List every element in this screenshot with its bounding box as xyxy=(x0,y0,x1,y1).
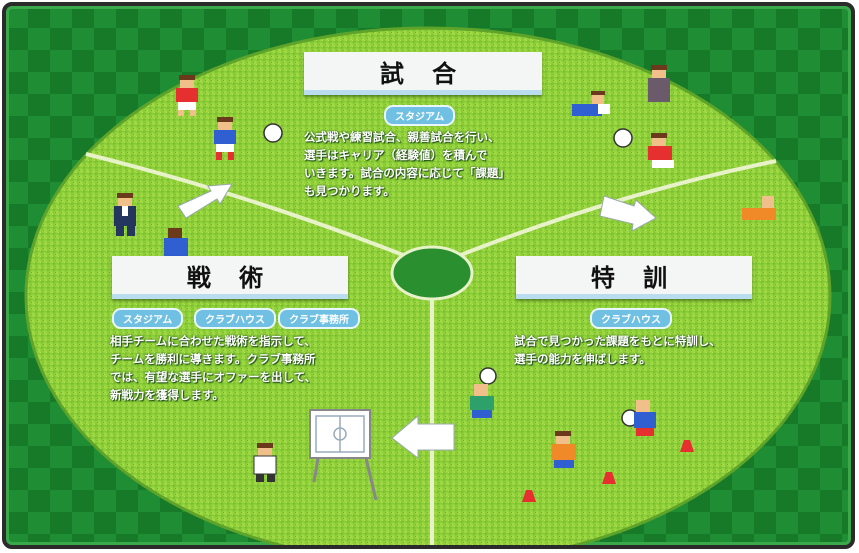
tactics-location-tag: クラブ事務所 xyxy=(278,308,360,329)
divider-left xyxy=(85,152,427,266)
description-line: も見つかります。 xyxy=(304,184,395,198)
soccer-ball-icon xyxy=(613,128,633,148)
player-sprite xyxy=(572,91,610,116)
training-cone-icon xyxy=(522,490,536,502)
description-line: 相手チームに合わせた戦術を指示して、 xyxy=(110,334,316,348)
tactics-location-tag: スタジアム xyxy=(112,308,184,329)
training-section-title: 特 訓 xyxy=(516,256,752,299)
player-sprite xyxy=(114,193,136,236)
tactics-description: 相手チームに合わせた戦術を指示して、 チームを勝利に導きます。クラブ事務所 では… xyxy=(110,332,316,404)
description-line: 試合で見つかった課題をもとに特訓し、 xyxy=(514,334,721,348)
player-sprite xyxy=(253,443,277,482)
player-sprite xyxy=(648,133,674,168)
center-circle xyxy=(390,245,474,301)
player-sprite xyxy=(470,367,497,418)
pitch-illustration xyxy=(24,26,832,545)
arrow-icon xyxy=(599,195,657,232)
arrow-icon xyxy=(391,414,455,460)
soccer-ball-icon xyxy=(263,123,283,143)
tactics-location-tag: クラブハウス xyxy=(194,308,276,329)
description-line: 公式戦や練習試合、親善試合を行い、 xyxy=(304,130,500,144)
match-section-title: 試 合 xyxy=(304,52,542,95)
training-description: 試合で見つかった課題をもとに特訓し、 選手の能力を伸ばします。 xyxy=(514,332,721,368)
player-sprite xyxy=(648,65,670,102)
tactics-section-title: 戦 術 xyxy=(112,256,348,299)
description-line: いきます。試合の内容に応じて「課題」 xyxy=(304,166,510,180)
description-line: 新戦力を獲得します。 xyxy=(110,388,224,402)
player-sprite xyxy=(164,228,188,258)
arrow-icon xyxy=(177,183,233,219)
tactics-board-icon xyxy=(309,409,378,501)
player-sprite xyxy=(176,75,198,116)
training-cone-icon xyxy=(680,440,694,452)
match-description: 公式戦や練習試合、親善試合を行い、 選手はキャリア（経験値）を積んで いきます。… xyxy=(304,128,510,200)
description-line: では、有望な選手にオファーを出して、 xyxy=(110,370,317,384)
player-sprite xyxy=(742,196,776,220)
description-line: チームを勝利に導きます。クラブ事務所 xyxy=(110,352,316,366)
match-location-tag: スタジアム xyxy=(384,105,456,126)
description-line: 選手の能力を伸ばします。 xyxy=(514,352,651,366)
training-cone-icon xyxy=(602,472,616,484)
training-location-tag: クラブハウス xyxy=(590,308,672,329)
player-sprite xyxy=(214,117,236,160)
description-line: 選手はキャリア（経験値）を積んで xyxy=(304,148,488,162)
player-sprite xyxy=(621,400,656,436)
player-sprite xyxy=(552,431,576,468)
